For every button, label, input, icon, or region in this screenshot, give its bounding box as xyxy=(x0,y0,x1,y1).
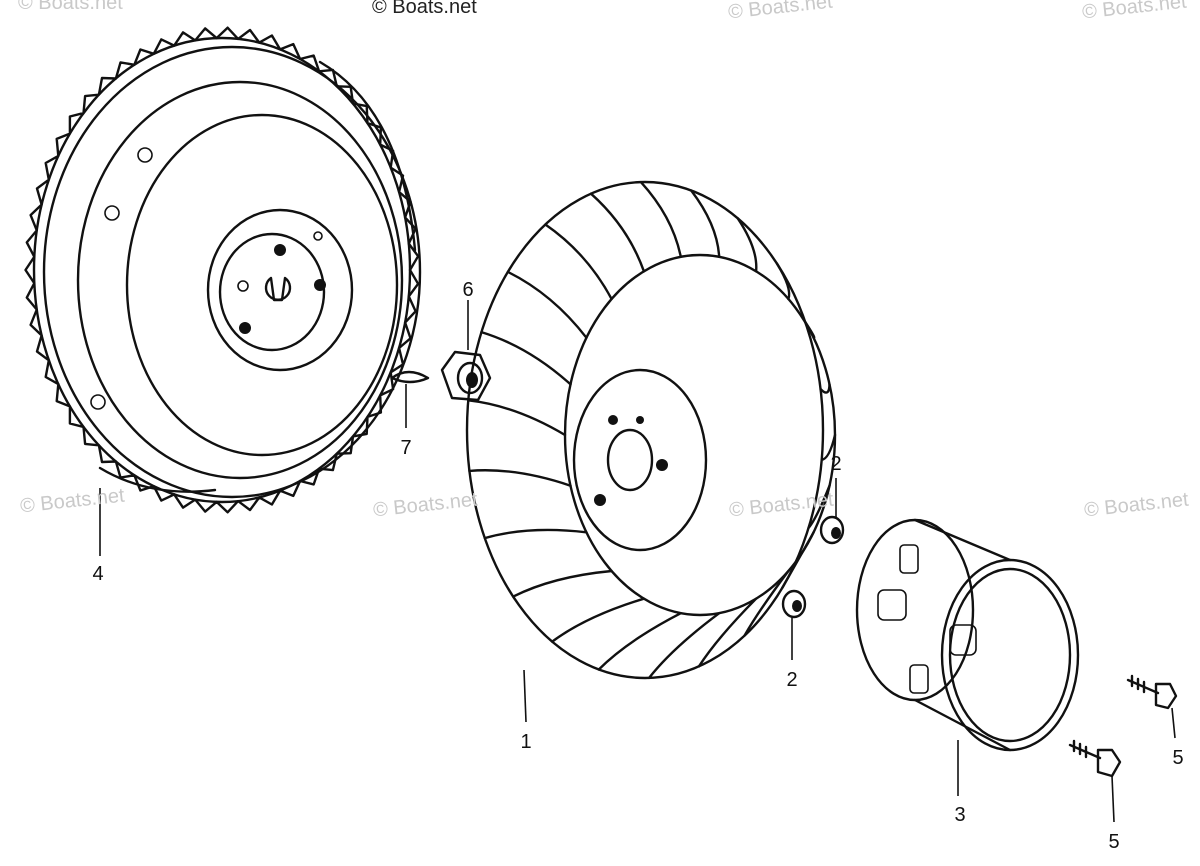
fan-blade xyxy=(639,180,682,258)
fan-blade xyxy=(743,569,790,637)
fan-blade xyxy=(506,270,588,339)
cooling-fan xyxy=(465,180,837,680)
callout-bolt-lower: 5 xyxy=(1108,831,1120,853)
fan-blade xyxy=(467,399,567,437)
fan-blade xyxy=(551,597,646,643)
fan-blade xyxy=(820,433,837,461)
collar-upper xyxy=(819,515,845,545)
woodruff-key xyxy=(390,370,430,384)
fan-blade xyxy=(468,469,572,487)
callout-flywheel: 4 xyxy=(92,563,104,585)
callout-bolt-right: 5 xyxy=(1172,747,1184,769)
callout-collar-lower: 2 xyxy=(786,669,798,691)
fan-blade xyxy=(647,612,721,680)
fan-blade xyxy=(804,320,816,340)
callout-starter-pulley: 3 xyxy=(954,804,966,826)
bolt-lower xyxy=(1068,739,1122,778)
callout-nut: 6 xyxy=(462,279,474,301)
flange-nut xyxy=(440,350,492,402)
fan-blade xyxy=(780,531,815,590)
fan-blade xyxy=(775,262,791,301)
callout-collar-upper: 2 xyxy=(830,453,842,475)
flywheel xyxy=(24,26,422,514)
fan-blade xyxy=(589,192,646,273)
fan-blades xyxy=(467,180,837,680)
flywheel-ring-gear xyxy=(24,26,420,514)
leader-lines xyxy=(99,300,1176,823)
fan-blade xyxy=(819,383,831,394)
watermark: © Boats.net xyxy=(372,0,477,18)
callout-cooling-fan: 1 xyxy=(520,731,532,753)
bolt-right xyxy=(1126,674,1178,710)
fan-blade xyxy=(512,569,613,598)
fan-blade xyxy=(697,597,758,668)
starter-pulley xyxy=(855,518,1080,752)
watermark: © Boats.net xyxy=(18,0,123,14)
gear-teeth xyxy=(24,26,420,514)
fan-blade xyxy=(480,330,572,386)
fan-blade xyxy=(690,189,721,258)
fan-blade xyxy=(544,223,613,301)
fan-blade xyxy=(597,612,682,671)
fan-blade xyxy=(483,528,588,540)
fan-blade xyxy=(807,484,831,530)
fan-blade xyxy=(736,217,758,273)
collar-lower xyxy=(781,589,807,619)
callout-woodruff-key: 7 xyxy=(400,437,412,459)
